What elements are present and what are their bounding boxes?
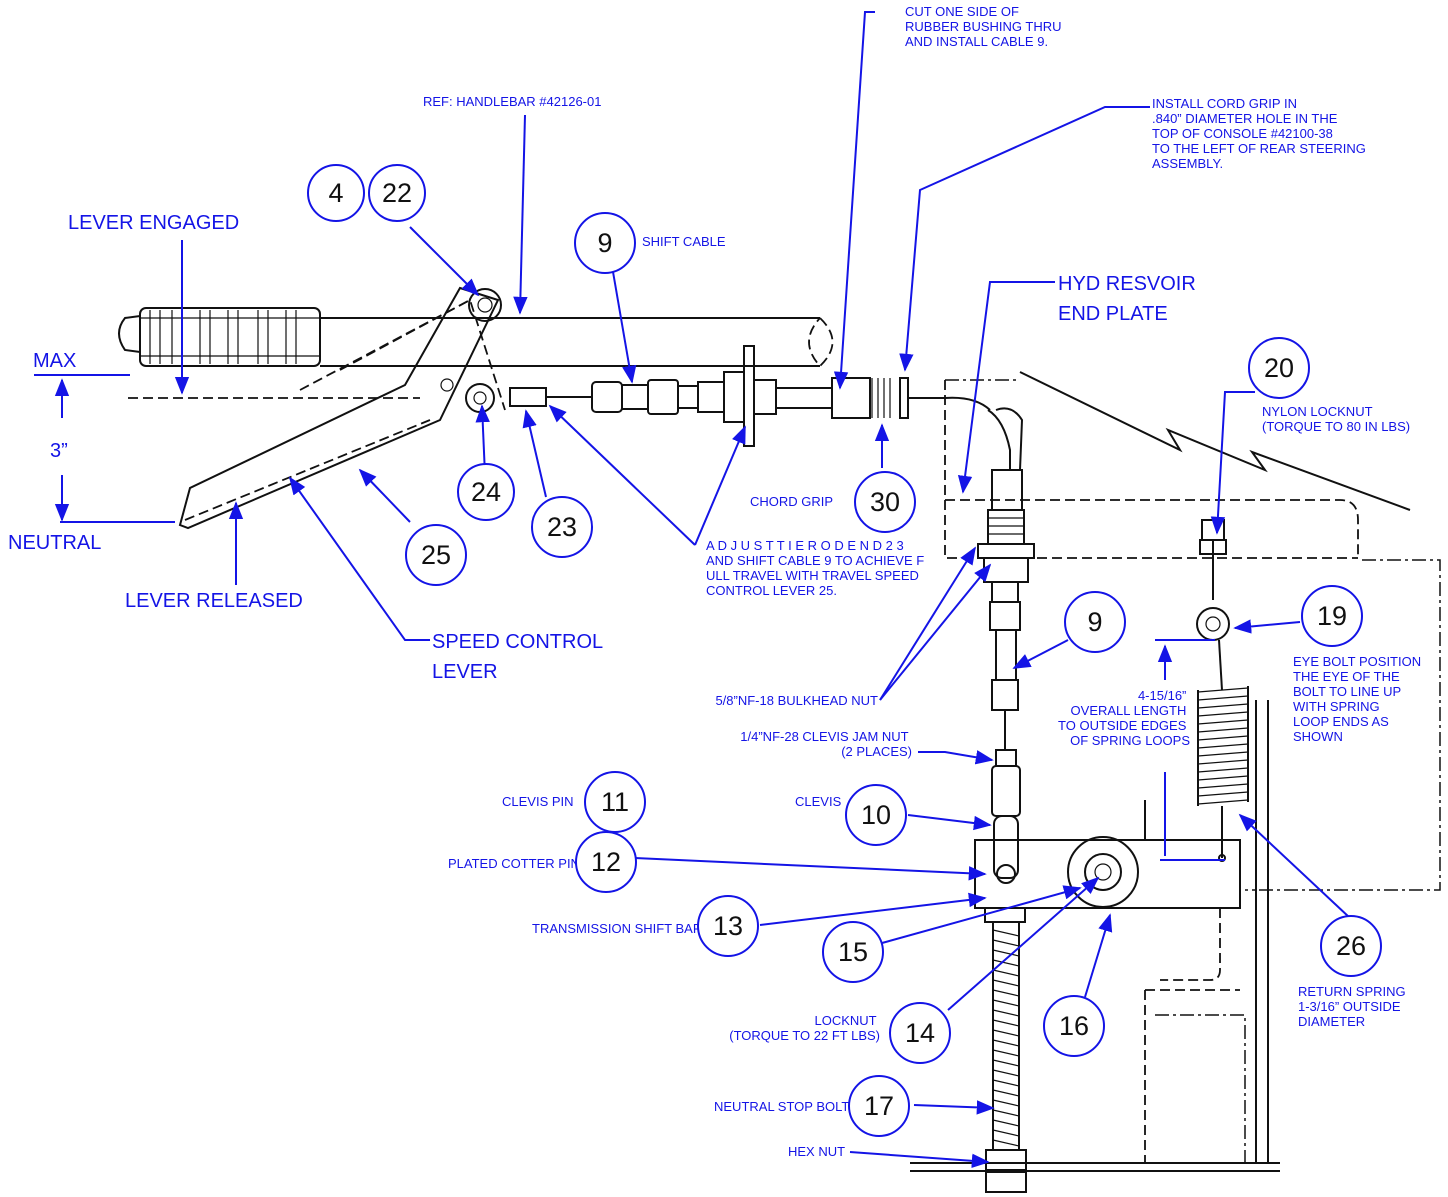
svg-text:11: 11	[601, 787, 629, 817]
three-inch-label: 3”	[50, 440, 68, 462]
callout-4: 4	[307, 164, 365, 222]
hyd-resvoir-label: HYD RESVOIR END PLATE	[1058, 273, 1201, 325]
callout-22: 22	[368, 164, 426, 222]
svg-text:9: 9	[1087, 607, 1102, 637]
callout-17: 17	[848, 1075, 910, 1137]
shift-bar-label: TRANSMISSION SHIFT BAR	[532, 921, 702, 936]
callout-16: 16	[1043, 995, 1105, 1057]
hex-nut-label: HEX NUT	[788, 1144, 845, 1159]
cotter-pin-label: PLATED COTTER PIN	[448, 856, 580, 871]
clevis-pin-label: CLEVIS PIN	[502, 794, 574, 809]
return-spring-26	[1196, 519, 1249, 862]
shift-cable-9-vertical	[977, 407, 1035, 884]
callout-12: 12	[575, 831, 637, 893]
svg-text:15: 15	[838, 937, 868, 967]
shift-cable-9-top	[509, 345, 991, 447]
svg-text:17: 17	[864, 1091, 894, 1121]
nylon-locknut-label: NYLON LOCKNUT (TORQUE TO 80 IN LBS)	[1262, 404, 1410, 434]
handlebar-grip	[118, 307, 321, 367]
svg-text:25: 25	[421, 540, 451, 570]
bulkhead-nut-label: 5/8”NF-18 BULKHEAD NUT	[715, 693, 878, 708]
svg-text:19: 19	[1317, 601, 1347, 631]
speed-control-lever-label: SPEED CONTROL LEVER	[432, 631, 608, 683]
svg-text:13: 13	[713, 911, 743, 941]
svg-text:4: 4	[328, 178, 343, 208]
callout-26: 26	[1320, 915, 1382, 977]
callout-10: 10	[845, 784, 907, 846]
frame-bracket	[1144, 700, 1269, 1163]
callout-11: 11	[584, 771, 646, 833]
transmission-shift-bar	[974, 836, 1241, 923]
callout-13: 13	[697, 895, 759, 957]
callout-25: 25	[405, 524, 467, 586]
shift-cable-label: SHIFT CABLE	[642, 234, 726, 249]
callout-24: 24	[457, 463, 515, 521]
svg-text:24: 24	[471, 477, 501, 507]
callout-20: 20	[1248, 337, 1310, 399]
callout-9-right: 9	[1064, 591, 1126, 653]
callout-14: 14	[889, 1002, 951, 1064]
callout-15: 15	[822, 921, 884, 983]
svg-text:16: 16	[1059, 1011, 1089, 1041]
callout-19: 19	[1301, 585, 1363, 647]
svg-text:10: 10	[861, 800, 891, 830]
neutral-label: NEUTRAL	[8, 532, 101, 554]
svg-text:9: 9	[597, 228, 612, 258]
lever-engaged-label: LEVER ENGAGED	[68, 212, 239, 234]
neutral-stop-bolt-label: NEUTRAL STOP BOLT	[714, 1099, 849, 1114]
svg-text:22: 22	[382, 178, 412, 208]
console-outline	[944, 371, 1441, 891]
svg-text:30: 30	[870, 487, 900, 517]
svg-text:20: 20	[1264, 353, 1294, 383]
callout-30: 30	[854, 471, 916, 533]
cord-grip-note: INSTALL CORD GRIP IN .840” DIAMETER HOLE…	[1152, 96, 1369, 171]
handlebar-tube	[128, 317, 834, 399]
svg-text:14: 14	[905, 1018, 935, 1048]
clevis-label: CLEVIS	[795, 794, 842, 809]
svg-text:23: 23	[547, 512, 577, 542]
callout-23: 23	[531, 496, 593, 558]
overall-length-note: 4-15/16” OVERALL LENGTH TO OUTSIDE EDGES…	[1058, 688, 1190, 748]
clevis-jam-nut-label: 1/4”NF-28 CLEVIS JAM NUT (2 PLACES)	[740, 729, 912, 759]
svg-text:26: 26	[1336, 931, 1366, 961]
svg-text:12: 12	[591, 847, 621, 877]
adjust-tie-rod-note: A D J U S T T I E R O D E N D 2 3 AND SH…	[706, 538, 928, 598]
chord-grip-label: CHORD GRIP	[750, 494, 833, 509]
return-spring-note: RETURN SPRING 1-3/16” OUTSIDE DIAMETER	[1298, 984, 1409, 1029]
callout-9-top: 9	[574, 212, 636, 274]
locknut-label: LOCKNUT (TORQUE TO 22 FT LBS)	[729, 1013, 880, 1043]
max-label: MAX	[33, 350, 76, 372]
lever-released-label: LEVER RELEASED	[125, 590, 303, 612]
cut-bushing-note: CUT ONE SIDE OF RUBBER BUSHING THRU AND …	[905, 4, 1065, 49]
eye-bolt-note: EYE BOLT POSITION THE EYE OF THE BOLT TO…	[1293, 654, 1425, 744]
ref-handlebar-note: REF: HANDLEBAR #42126-01	[423, 94, 601, 109]
speed-control-lever-25	[178, 286, 506, 530]
leader-lines	[34, 11, 1351, 1169]
